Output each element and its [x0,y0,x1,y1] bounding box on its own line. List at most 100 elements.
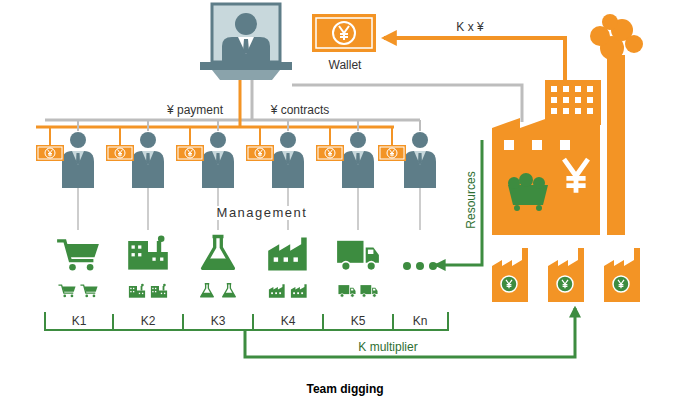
banknote-border [108,147,132,159]
wire-label: ¥ payment [164,103,226,117]
multiplier-arrow [245,308,575,357]
banknote [106,145,134,161]
caption: Team digging [306,382,383,396]
report-line [147,188,149,230]
person-shirt [72,151,84,165]
person-shirt [414,151,426,165]
person-shirt [352,151,364,165]
group-label-box: Management [214,203,311,221]
banknote-border [318,147,342,159]
contract-drop [287,120,289,131]
person-head [350,132,366,148]
person-tie [76,153,80,165]
payment-drop [329,127,331,145]
banknote-border [178,147,202,159]
window [563,108,569,114]
wallet-label: Wallet [329,58,362,72]
banknote-coin [387,148,397,158]
banknote-coin [45,148,55,158]
wire-label: ¥ contracts [268,103,333,117]
flow-label-box: K multiplier [355,337,420,355]
resources-arrow [436,140,482,265]
banknote-coin [115,148,125,158]
banknote [378,145,406,161]
contract-wire [45,80,420,120]
person-tie [418,153,422,165]
k-label-box: K2 [141,311,156,329]
banknote-coin [185,148,195,158]
payment-drop [189,127,191,145]
window [575,97,581,103]
payment-drop [49,127,51,145]
income-label: K x ¥ [456,20,483,34]
group-label: Management [214,206,311,220]
department-icons [57,236,437,298]
contract-drop [147,120,149,131]
person-body [272,151,304,188]
wire-label-box: ¥ contracts [268,100,333,118]
k-label-box: K4 [281,311,296,329]
report-line [419,188,421,230]
k-bracket [45,312,448,330]
k-label: K5 [351,314,366,328]
person-head [280,132,296,148]
k-label: K3 [211,314,226,328]
caption-box: Team digging [306,379,383,397]
contract-drop [77,120,79,131]
contract-drop [357,120,359,131]
person-shirt [282,151,294,165]
window [587,108,593,114]
banknote-coin [255,148,265,158]
payment-drop [259,127,261,145]
currency-symbol [118,150,123,157]
window [532,140,542,150]
person-body [62,151,94,188]
income-arrow [384,38,565,80]
manager [200,4,292,80]
k-label-box: K1 [72,311,87,329]
team [36,120,436,230]
contract-drop [419,120,421,131]
window [551,108,557,114]
k-label: Kn [413,314,428,328]
window [575,86,581,92]
k-label-box: Kn [413,311,428,329]
banknote-coin [325,148,335,158]
flow-label-box: Resources [461,171,479,228]
window [587,97,593,103]
person-tie [286,153,290,165]
person-head [412,132,428,148]
flow-label: Resources [464,171,478,228]
currency-symbol [188,150,193,157]
currency-symbol [390,150,395,157]
window [563,97,569,103]
window [575,108,581,114]
wire-label-box: ¥ payment [164,100,226,118]
report-line [77,188,79,230]
person-body [202,151,234,188]
payment-drop [391,127,393,145]
window [563,86,569,92]
k-label: K4 [281,314,296,328]
person-tie [216,153,220,165]
banknote [176,145,204,161]
window [551,86,557,92]
person-body [404,151,436,188]
banknote [246,145,274,161]
window [504,140,514,150]
person-head [210,132,226,148]
currency-symbol [258,150,263,157]
window [560,140,570,150]
person-tie [356,153,360,165]
banknote [316,145,344,161]
person-head [70,132,86,148]
banknote-border [248,147,272,159]
factory [492,14,643,302]
report-line [357,188,359,230]
k-label-box: K3 [211,311,226,329]
k-label: K1 [72,314,87,328]
k-label: K2 [141,314,156,328]
income-label-box: K x ¥ [456,17,483,35]
banknote-border [38,147,62,159]
window [551,97,557,103]
